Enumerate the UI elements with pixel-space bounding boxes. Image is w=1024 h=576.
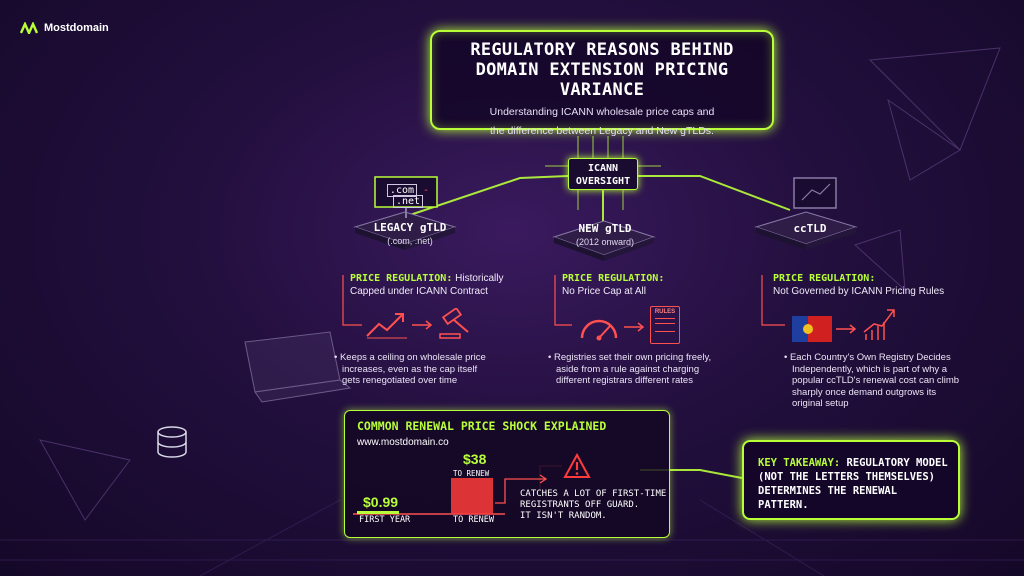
chart-arrow xyxy=(495,478,545,504)
cctld-regulation: PRICE REGULATION: Not Governed by ICANN … xyxy=(773,272,973,298)
chip-line1: ICANN xyxy=(587,163,619,174)
newgtld-title: NEW gTLD xyxy=(578,222,632,235)
legacy-bullet: • Keeps a ceiling on wholesale price inc… xyxy=(334,352,514,387)
title-panel: REGULATORY REASONS BEHIND DOMAIN EXTENSI… xyxy=(430,30,774,137)
bar-first-year xyxy=(357,511,399,514)
newgtld-reg-line2: No Price Cap at All xyxy=(562,286,646,297)
rules-document-icon: RULES xyxy=(650,306,680,344)
rules-lines xyxy=(655,318,675,324)
legacy-screen-sep: - xyxy=(423,185,430,196)
newgtld-regulation: PRICE REGULATION: No Price Cap at All xyxy=(562,272,712,298)
legacy-bullet-text1: Keeps a ceiling on wholesale price xyxy=(339,352,486,363)
brand-name: Mostdomain xyxy=(44,22,109,34)
legacy-screen-net: .net xyxy=(392,195,424,208)
takeaway-line2: (NOT THE LETTERS THEMSELVES) xyxy=(758,471,936,483)
warning-icon xyxy=(563,453,591,478)
subtitle-line1: Understanding ICANN wholesale price caps… xyxy=(489,106,715,118)
chart-arrow-head xyxy=(539,474,548,484)
cctld-bullet-line4: sharply once demand outgrows its xyxy=(792,386,937,398)
bar-to-renew xyxy=(451,478,493,514)
takeaway-line1: KEY TAKEAWAY: REGULATORY MODEL xyxy=(758,456,948,470)
cctld-reg-label: PRICE REGULATION: xyxy=(773,273,876,284)
renewal-note-line2: REGISTRANTS OFF GUARD. xyxy=(520,500,640,510)
renew-bar-label: TO RENEW xyxy=(453,515,494,525)
legacy-bullet-line1: • Keeps a ceiling on wholesale price xyxy=(334,352,486,363)
cctld-bullet-line1: • Each Country's Own Registry Decides xyxy=(784,352,951,363)
newgtld-bullet-line1: • Registries set their own pricing freel… xyxy=(548,352,712,363)
cctld-bullet-line5: original setup xyxy=(792,398,849,409)
chip-line2: OVERSIGHT xyxy=(575,176,631,187)
legacy-title: LEGACY gTLD xyxy=(373,221,447,234)
renewal-url[interactable]: www.mostdomain.co xyxy=(357,437,449,448)
subtitle-line2: the difference between Legacy and New gT… xyxy=(490,125,714,137)
trend-up-icon xyxy=(366,313,407,339)
title-line2: DOMAIN EXTENSION PRICING VARIANCE xyxy=(475,60,729,100)
newgtld-bullet-text1: Registries set their own pricing freely, xyxy=(553,352,712,363)
legacy-bullet-line3: gets renegotiated over time xyxy=(342,375,458,386)
arrow-right-icon xyxy=(412,320,433,330)
arrow-right-icon-3 xyxy=(836,324,857,334)
key-takeaway-panel: KEY TAKEAWAY: REGULATORY MODEL (NOT THE … xyxy=(742,440,960,520)
cctld-bullet-text1: Each Country's Own Registry Decides xyxy=(789,352,951,363)
renewal-panel: COMMON RENEWAL PRICE SHOCK EXPLAINED www… xyxy=(344,410,670,538)
takeaway-label: KEY TAKEAWAY: xyxy=(758,457,841,469)
renewal-bar-chart xyxy=(353,474,548,515)
newgtld-bullet-line2: aside from a rule against charging xyxy=(556,363,700,375)
first-year-price: $0.99 xyxy=(363,494,399,510)
legacy-reg-label: PRICE REGULATION: xyxy=(350,273,453,284)
takeaway-line3: DETERMINES THE RENEWAL PATTERN. xyxy=(758,485,898,511)
bar-trend-icon xyxy=(863,309,895,340)
rules-label: RULES xyxy=(654,309,676,315)
legacy-screen-labels: .com - .net xyxy=(378,184,438,208)
renewal-note: CATCHES A LOT OF FIRST-TIME REGISTRANTS … xyxy=(520,489,666,522)
legacy-bullet-line2: increases, even as the cap itself xyxy=(342,363,478,375)
cctld-bullet: • Each Country's Own Registry Decides In… xyxy=(784,352,994,410)
newgtld-bullet: • Registries set their own pricing freel… xyxy=(548,352,748,387)
gavel-icon xyxy=(439,308,469,339)
renewal-title: COMMON RENEWAL PRICE SHOCK EXPLAINED xyxy=(357,419,607,433)
legacy-regulation: PRICE REGULATION: Historically Capped un… xyxy=(350,272,530,298)
cctld-reg-line2: Not Governed by ICANN Pricing Rules xyxy=(773,286,945,297)
title-line1: REGULATORY REASONS BEHIND xyxy=(470,40,734,60)
renew-price: $38 xyxy=(463,451,487,467)
newgtld-bullet-line3: different registrars different rates xyxy=(556,375,693,386)
legacy-platform xyxy=(353,176,457,250)
newgtld-subtitle: (2012 onward) xyxy=(575,237,635,247)
rules-lines-2 xyxy=(655,327,675,332)
chip-circuit-lines xyxy=(545,136,661,210)
legacy-screen-com: .com xyxy=(386,184,418,197)
flag-icon xyxy=(792,316,832,342)
database-icon xyxy=(157,426,187,458)
legacy-subtitle: (.com, .net) xyxy=(387,236,433,246)
newgtld-reg-label: PRICE REGULATION: xyxy=(562,273,665,284)
legacy-reg-line2: Capped under ICANN Contract xyxy=(350,286,488,297)
cctld-title: ccTLD xyxy=(793,222,827,235)
gauge-icon xyxy=(580,319,618,341)
legacy-reg-line1: Historically xyxy=(455,273,504,284)
icann-oversight-chip: ICANN OVERSIGHT xyxy=(568,158,638,190)
brand-logo-icon xyxy=(20,22,38,34)
cctld-bullet-line2: Independently, which is part of why a xyxy=(792,363,948,375)
renewal-note-line1: CATCHES A LOT OF FIRST-TIME xyxy=(520,489,667,499)
newgtld-platform xyxy=(552,220,656,261)
brand-logo[interactable]: Mostdomain xyxy=(20,22,109,34)
first-year-label: FIRST YEAR xyxy=(359,515,411,525)
renew-sub-label: TO RENEW xyxy=(453,469,490,478)
renewal-note-line3: IT ISN'T RANDOM. xyxy=(520,511,607,521)
cctld-bullet-line3: popular ccTLD's renewal cost can climb xyxy=(792,375,960,386)
arrow-right-icon-2 xyxy=(624,322,645,332)
cctld-platform xyxy=(754,177,858,250)
takeaway-line1-rest: REGULATORY MODEL xyxy=(846,457,948,469)
